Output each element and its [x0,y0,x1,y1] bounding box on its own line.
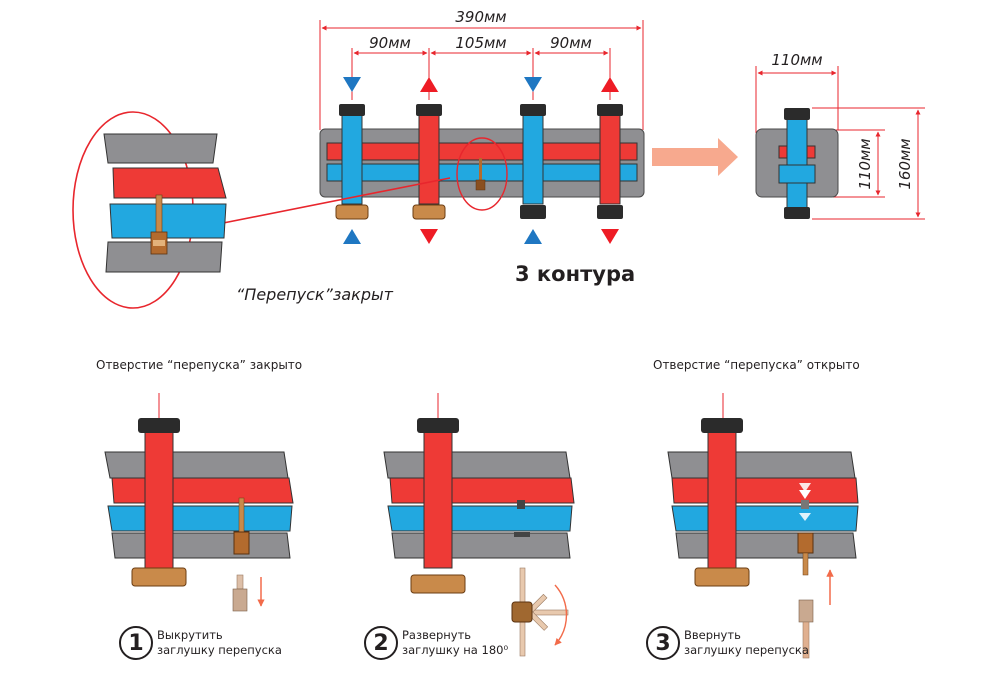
flow-arrow-down-blue [524,77,542,92]
flow-arrow-down-blue [343,77,361,92]
step-number: 3 [646,626,680,660]
dim-side-width: 110мм [771,51,822,69]
step-1: 1 Выкрутить заглушку перепуска [119,626,282,660]
step-text-line1: Ввернуть [684,628,741,642]
step-text-line2: заглушку на 180⁰ [402,643,509,657]
heading-bypass-open: Отверстие “перепуска” открыто [653,358,860,372]
transition-arrow [652,138,738,176]
dim-side-total-height: 160мм [896,138,914,189]
flow-arrow-up-blue [524,229,542,244]
flow-arrows-bottom [343,229,619,244]
manifold-side-view [755,66,925,220]
flow-arrow-down-red [420,229,438,244]
heading-bypass-closed: Отверстие “перепуска” закрыто [96,358,303,372]
flow-arrow-down-red [601,229,619,244]
zoom-caption: “Перепуск”закрыт [236,285,393,304]
manifold-3-circuit [319,104,645,220]
step-text-line1: Развернуть [402,628,472,642]
step-number: 1 [119,626,153,660]
flow-arrow-up-blue [343,229,361,244]
step-2: 2 Развернуть заглушку на 180⁰ [364,626,508,660]
dim-spacing-1: 90мм [369,34,411,52]
step-text-line2: заглушку перепуска [157,643,282,657]
dim-overall: 390мм [455,8,506,26]
step-text-line1: Выкрутить [157,628,223,642]
step-number: 2 [364,626,398,660]
dim-spacing-2: 105мм [455,34,506,52]
stage-1-diagram [104,393,294,612]
step-3: 3 Ввернуть заглушку перепуска [646,626,809,660]
zoom-callout [72,111,451,309]
flow-arrow-up-red [601,77,619,92]
flow-arrows-top [343,77,619,92]
flow-arrow-up-red [420,77,438,92]
stage-2-diagram [383,393,575,657]
dim-spacing-3: 90мм [550,34,592,52]
dim-side-body-height: 110мм [856,138,874,189]
dimension-lines [319,20,644,130]
diagram-title: 3 контура [515,262,636,286]
stage-3-diagram [667,393,859,659]
step-text-line2: заглушку перепуска [684,643,809,657]
